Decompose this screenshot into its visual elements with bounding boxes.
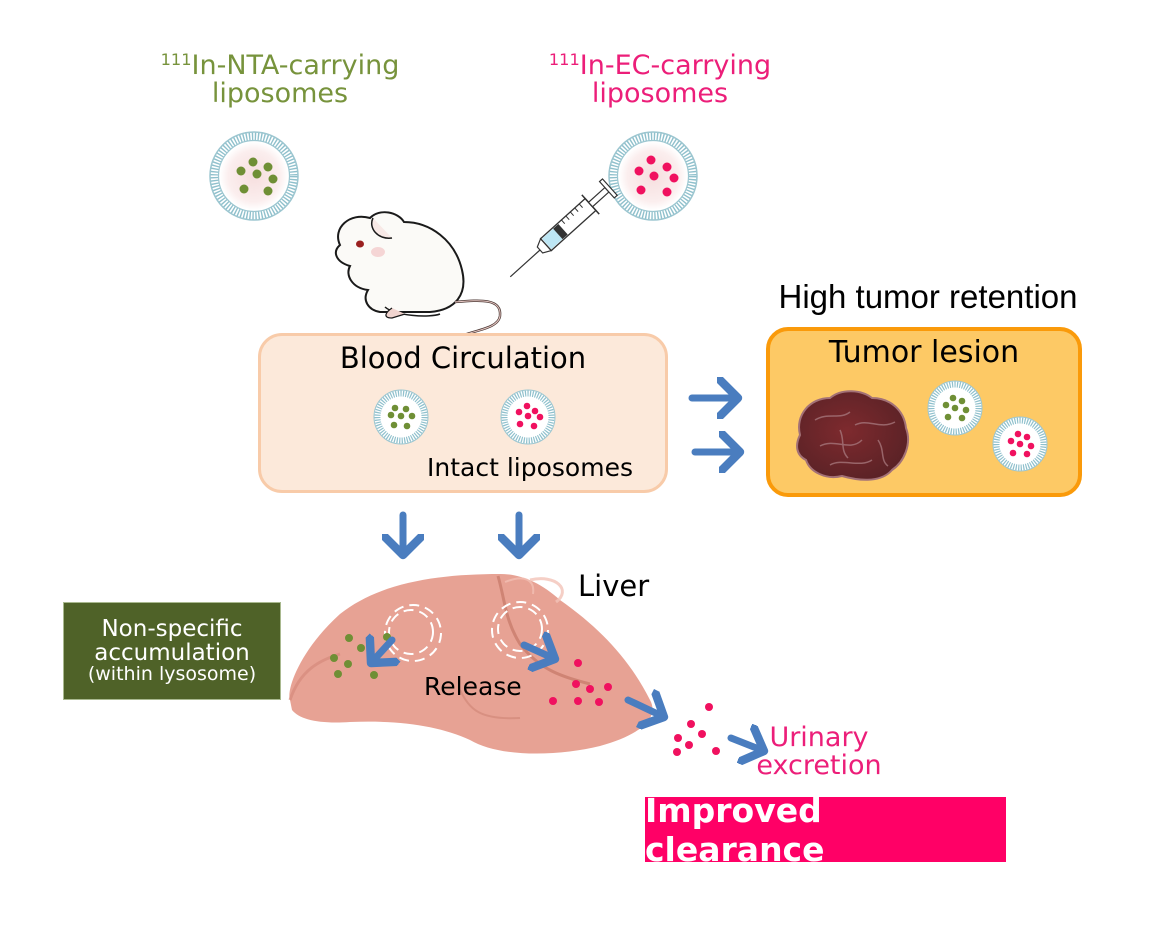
liposome-icon-ec bbox=[609, 132, 697, 220]
tumor-icon bbox=[796, 390, 910, 481]
liposome-icon-blood-nta bbox=[374, 390, 428, 444]
tumor-lesion-title: Tumor lesion bbox=[828, 335, 1020, 370]
liposome-icon-tumor-nta bbox=[928, 381, 982, 435]
syringe-icon bbox=[509, 178, 619, 278]
urinary-line1: Urinary bbox=[769, 722, 869, 753]
blood-circulation-box bbox=[258, 333, 668, 493]
excreted-dots bbox=[673, 703, 720, 756]
intact-liposomes-label: Intact liposomes bbox=[427, 453, 633, 482]
nta-liposome-title: 111In-NTA-carrying liposomes bbox=[150, 50, 410, 109]
liposome-icon-nta bbox=[210, 132, 298, 220]
nta-label-main: In-NTA-carrying bbox=[191, 50, 400, 81]
arrow-icon-urinary bbox=[727, 738, 764, 751]
mouse-icon bbox=[334, 211, 502, 349]
ec-liposome-title: 111In-EC-carrying liposomes bbox=[530, 50, 790, 109]
isotope-superscript: 111 bbox=[548, 50, 580, 70]
urinary-excretion-label: Urinary excretion bbox=[744, 724, 894, 779]
nonspecific-accumulation-box: Non-specific accumulation (within lysoso… bbox=[63, 602, 281, 700]
ec-dots bbox=[549, 659, 612, 706]
liver-label: Liver bbox=[578, 569, 650, 603]
nta-label-line2: liposomes bbox=[211, 77, 349, 109]
ec-label-line2: liposomes bbox=[591, 77, 729, 109]
liposome-icon-blood-ec bbox=[501, 390, 555, 444]
arrow-icon-to-lysosome bbox=[371, 640, 392, 663]
arrow-icon-release bbox=[520, 645, 555, 659]
improved-clearance-banner: Improved clearance bbox=[645, 791, 1006, 869]
liposome-icon-tumor-ec bbox=[993, 417, 1047, 471]
urinary-line2: excretion bbox=[756, 749, 882, 781]
arrow-icon-out-of-liver bbox=[624, 700, 664, 717]
nonspecific-line1: Non-specific bbox=[101, 615, 243, 642]
ec-label-main: In-EC-carrying bbox=[579, 50, 772, 81]
liver-icon bbox=[288, 574, 653, 754]
release-label: Release bbox=[424, 672, 522, 701]
nonspecific-line3: (within lysosome) bbox=[87, 663, 257, 686]
tumor-retention-heading: High tumor retention bbox=[778, 278, 1078, 315]
isotope-superscript: 111 bbox=[160, 50, 192, 70]
blood-circulation-title: Blood Circulation bbox=[339, 341, 587, 375]
nonspecific-line2: accumulation bbox=[94, 640, 250, 667]
